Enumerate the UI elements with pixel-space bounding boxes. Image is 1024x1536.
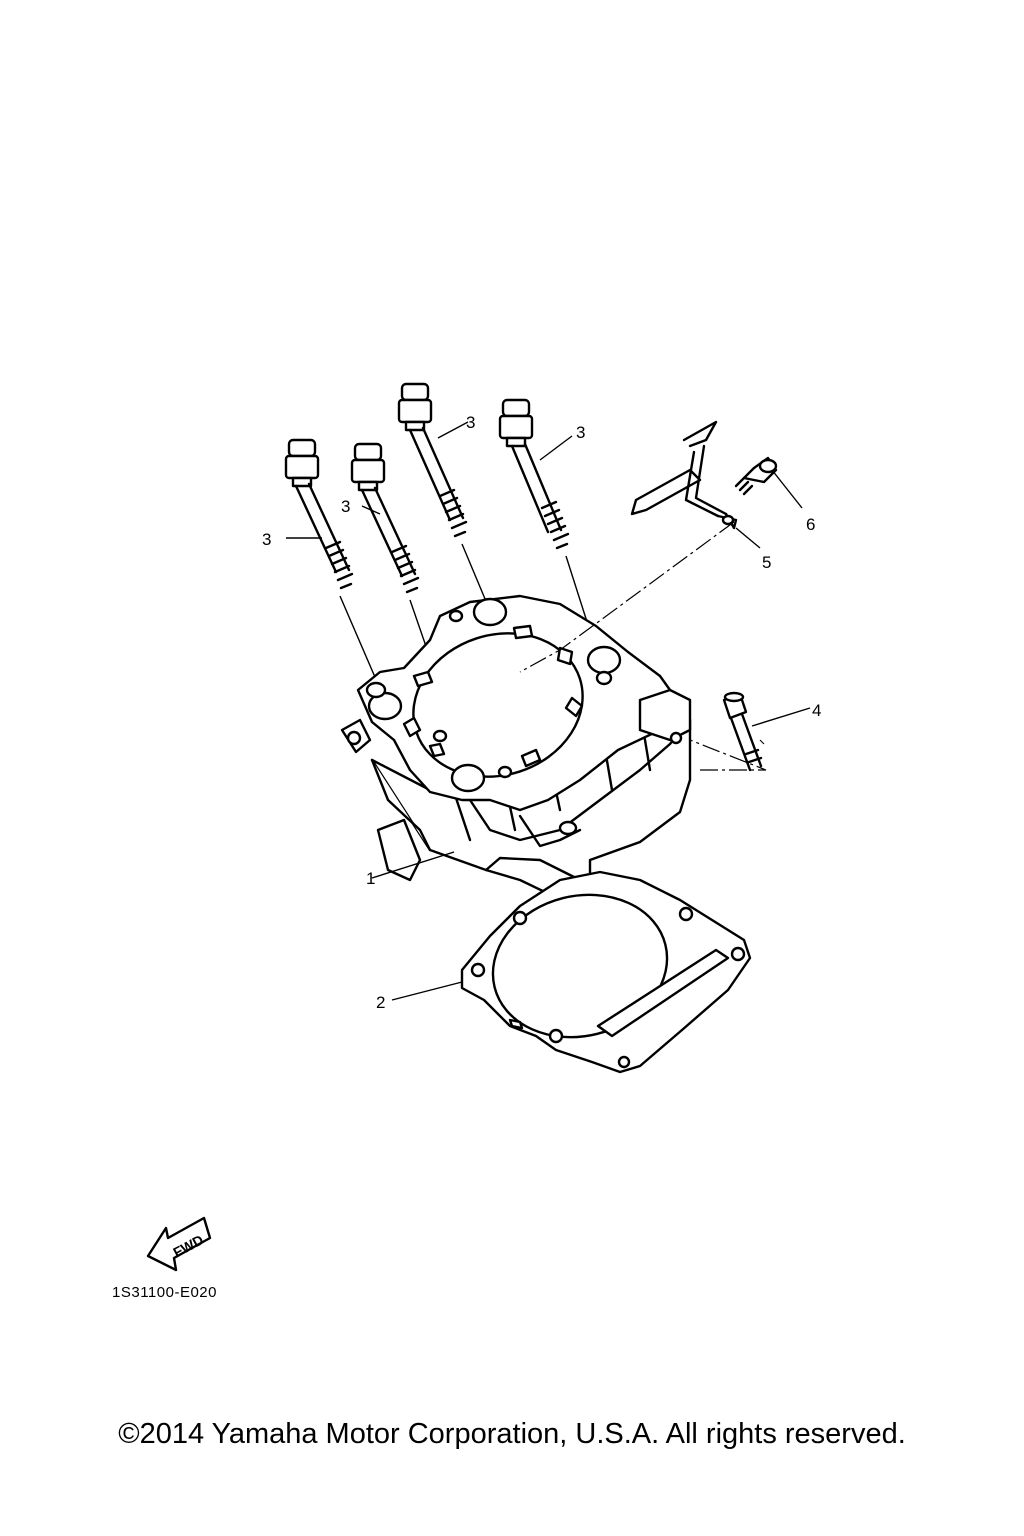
drawing-code: 1S31100-E020 xyxy=(112,1284,217,1301)
callout-4: 4 xyxy=(812,701,821,720)
callout-3-center-left: 3 xyxy=(341,497,350,516)
forward-arrow-icon: FWD xyxy=(146,1216,212,1272)
callout-6: 6 xyxy=(806,515,815,534)
centerline-clamp xyxy=(519,521,735,673)
cylinder-body xyxy=(340,594,692,908)
callout-3-right: 3 xyxy=(576,423,585,442)
cylinder-bolt-3 xyxy=(397,382,489,607)
callout-1: 1 xyxy=(366,869,375,888)
cylinder-bolt-2 xyxy=(350,442,469,769)
callout-5: 5 xyxy=(762,553,771,572)
callout-3-left: 3 xyxy=(262,530,271,549)
callout-3-center-right: 3 xyxy=(466,413,475,432)
centerline-bolt4 xyxy=(689,739,767,771)
screw-part-6 xyxy=(734,456,778,496)
callout-2: 2 xyxy=(376,993,385,1012)
cylinder-gasket xyxy=(460,870,752,1074)
copyright-notice: ©2014 Yamaha Motor Corporation, U.S.A. A… xyxy=(118,1418,906,1450)
bolt-part-4 xyxy=(722,691,765,772)
clamp-part-5 xyxy=(630,420,738,530)
